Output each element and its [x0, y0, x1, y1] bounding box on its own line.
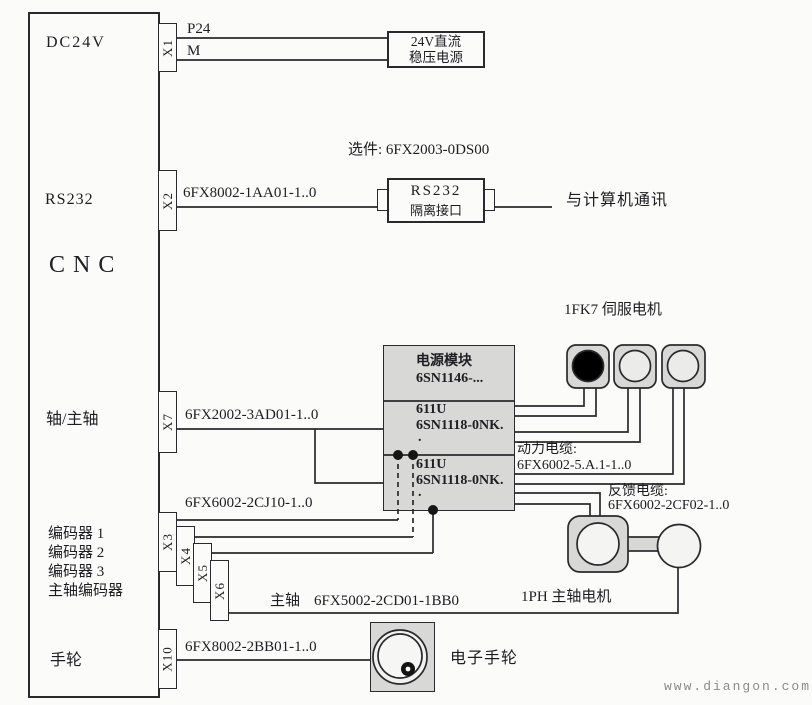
drive1-line1: 611U	[416, 402, 447, 417]
spindle-wire-b	[515, 503, 591, 517]
port-label-encoder2: 编码器 2	[48, 545, 105, 561]
port-label-spindle-encoder: 主轴编码器	[48, 583, 124, 599]
port-label-axis-spindle: 轴/主轴	[46, 411, 99, 428]
module-dividers	[383, 400, 515, 456]
servo-motor-2-icon	[613, 344, 657, 389]
drive2-line2: 6SN1118-0NK.	[416, 473, 504, 488]
power-supply-box: 24V直流 稳压电源	[387, 31, 485, 68]
servo1-lead-a	[515, 388, 585, 407]
rs232-isolator-box: RS232 隔离接口	[387, 178, 485, 223]
drive1-line3: .	[418, 430, 422, 445]
servo-motor-1-icon	[566, 344, 610, 389]
feedback-cable-title: 反馈电缆:	[608, 484, 668, 499]
servo-motor-icons	[566, 344, 706, 389]
rs232-right-pin	[484, 189, 495, 211]
drive-module-box	[383, 345, 515, 511]
port-label-rs232: RS232	[45, 191, 94, 208]
connector-x2: X2	[158, 170, 177, 231]
port-label-handwheel: 手轮	[50, 652, 83, 669]
spindle-cable-part: 6FX5002-2CD01-1BB0	[314, 593, 460, 609]
spindle-encoder-icon	[656, 523, 702, 569]
x2-cable-label: 6FX8002-1AA01-1..0	[183, 185, 317, 201]
option-note: 选件: 6FX2003-0DS00	[348, 142, 490, 158]
x10-cable-label: 6FX8002-2BB01-1..0	[185, 639, 317, 655]
x7-cable-label: 6FX2002-3AD01-1..0	[185, 407, 319, 423]
servo3-lead-b	[515, 388, 685, 485]
servo2-lead-a	[515, 388, 629, 433]
port-label-dc24v: DC24V	[46, 34, 106, 51]
feedback-cable-part: 6FX6002-2CF02-1..0	[608, 498, 730, 513]
spindle-motor-icon	[567, 515, 702, 573]
rs232-left-pin	[377, 189, 388, 211]
servo-motor-3-icon	[661, 344, 706, 389]
spindle-cable-label: 主轴 6FX5002-2CD01-1BB0	[270, 593, 459, 610]
servo2-lead-b	[515, 388, 641, 443]
spindle-cable-prefix: 主轴	[270, 593, 301, 609]
connector-x6: X6	[210, 560, 229, 621]
servo-motors-title: 1FK7 伺服电机	[564, 302, 662, 318]
signal-p24: P24	[187, 21, 211, 37]
watermark: www.diangon.com	[664, 679, 812, 694]
drive1-line2: 6SN1118-0NK.	[416, 418, 504, 433]
servo1-lead-b	[515, 388, 597, 417]
drive2-line1: 611U	[416, 457, 447, 472]
cnc-title: CNC	[49, 252, 123, 278]
pc-comm-label: 与计算机通讯	[566, 192, 669, 209]
port-label-encoder1: 编码器 1	[48, 526, 105, 542]
power-supply-line1: 24V直流	[410, 33, 462, 49]
power-supply-line2: 稳压电源	[409, 49, 463, 65]
encoder3-wire	[211, 510, 434, 554]
spindle-wire-a	[515, 492, 601, 517]
connector-x10: X10	[158, 629, 177, 689]
spindle-encoder-wire	[228, 568, 679, 614]
power-cable-title: 动力电缆:	[517, 442, 577, 457]
cnc-box	[28, 12, 160, 698]
connector-x7: X7	[158, 391, 177, 453]
handwheel-device-label: 电子手轮	[450, 650, 519, 667]
power-cable-part: 6FX6002-5.A.1-1..0	[517, 458, 632, 473]
rs232-box-line2: 隔离接口	[409, 202, 462, 218]
servo3-lead-a	[515, 388, 674, 475]
spindle-motor-label: 1PH 主轴电机	[521, 589, 612, 605]
power-module-line2: 6SN1146-...	[416, 371, 484, 386]
power-module-line1: 电源模块	[416, 354, 472, 369]
port-label-encoder3: 编码器 3	[48, 564, 105, 580]
drive2-line3: .	[418, 485, 422, 500]
handwheel-icon	[372, 629, 428, 685]
connector-x1: X1	[158, 23, 177, 72]
signal-m: M	[187, 43, 201, 59]
encoder-cable-label: 6FX6002-2CJ10-1..0	[185, 495, 313, 511]
junction-dots	[393, 450, 438, 515]
x7-axis-wire	[176, 428, 383, 484]
rs232-box-line1: RS232	[410, 182, 462, 199]
